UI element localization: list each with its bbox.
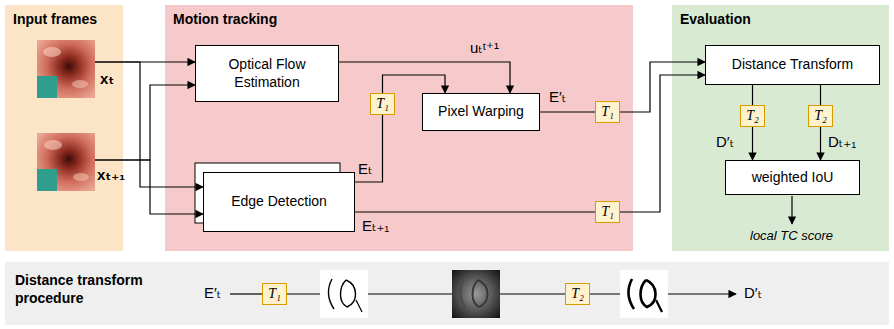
signal-label: D′ₜ bbox=[716, 133, 734, 151]
threshold-box: T₂ bbox=[565, 283, 590, 305]
box-label: Distance Transform bbox=[732, 56, 853, 74]
signal-label: uₜᵗ⁺¹ bbox=[470, 39, 499, 57]
threshold-label: T₁ bbox=[601, 104, 614, 120]
threshold-box: T₁ bbox=[370, 93, 395, 115]
evaluation-panel: EvaluationDistance TransformT₂ T₂ weighted… bbox=[672, 5, 889, 251]
box-label: Optical Flow Estimation bbox=[202, 56, 332, 91]
frame-label: xₜ bbox=[100, 70, 114, 88]
connector bbox=[383, 75, 446, 93]
threshold-label: T₂ bbox=[814, 108, 827, 124]
connector bbox=[752, 85, 753, 105]
connector bbox=[620, 62, 705, 112]
connector bbox=[820, 85, 821, 105]
panel-title: Motion tracking bbox=[173, 11, 277, 27]
connector bbox=[752, 127, 753, 160]
process-box: Edge Detection bbox=[203, 172, 355, 232]
frame-image bbox=[37, 40, 95, 98]
edge-map-image bbox=[320, 270, 368, 318]
connector bbox=[95, 160, 203, 214]
connector bbox=[820, 127, 821, 160]
process-box: Pixel Warping bbox=[422, 93, 540, 131]
signal-label: E′ₜ bbox=[549, 88, 566, 106]
panel-title: Input frames bbox=[13, 11, 97, 27]
connector bbox=[540, 111, 595, 112]
threshold-label: T₂ bbox=[746, 108, 759, 124]
flow-line bbox=[230, 293, 262, 294]
connector bbox=[620, 75, 705, 212]
output-arrow bbox=[791, 196, 792, 224]
signal-label: Eₜ bbox=[358, 160, 372, 178]
threshold-label: T₂ bbox=[571, 286, 584, 302]
signal-label: D′ₜ bbox=[744, 284, 762, 302]
signal-label: E′ₜ bbox=[204, 284, 221, 302]
box-label: weighted IoU bbox=[752, 169, 834, 187]
output-label: local TC score bbox=[750, 228, 833, 244]
process-box: Optical Flow Estimation bbox=[195, 45, 339, 102]
box-label: Pixel Warping bbox=[438, 103, 524, 121]
threshold-box: T₁ bbox=[595, 101, 620, 123]
panel-title: Distance transform procedure bbox=[15, 271, 165, 307]
threshold-label: T₁ bbox=[376, 96, 389, 112]
frame-label: xₜ₊₁ bbox=[97, 166, 125, 184]
connector bbox=[355, 211, 595, 212]
connector bbox=[95, 85, 195, 160]
thresholded-image bbox=[620, 270, 668, 318]
threshold-label: T₁ bbox=[601, 204, 614, 220]
connector bbox=[339, 62, 510, 93]
signal-label: Eₜ₊₁ bbox=[362, 217, 389, 235]
connector bbox=[355, 115, 383, 182]
signal-label: Dₜ₊₁ bbox=[828, 133, 856, 151]
process-box: Distance Transform bbox=[705, 45, 880, 85]
threshold-box: T₁ bbox=[595, 201, 620, 223]
threshold-box: T₂ bbox=[740, 105, 765, 127]
threshold-label: T₁ bbox=[268, 286, 281, 302]
stacked-box bbox=[195, 163, 340, 223]
panel-title: Evaluation bbox=[680, 11, 751, 27]
connector bbox=[95, 62, 203, 187]
threshold-box: T₂ bbox=[808, 105, 833, 127]
tracking-panel: Motion trackingOptical Flow EstimationEd… bbox=[165, 5, 633, 251]
box-label: Edge Detection bbox=[231, 193, 327, 211]
distance-map-image bbox=[452, 270, 500, 318]
threshold-box: T₁ bbox=[262, 283, 287, 305]
process-box: weighted IoU bbox=[725, 160, 860, 195]
frame-image bbox=[37, 133, 95, 191]
